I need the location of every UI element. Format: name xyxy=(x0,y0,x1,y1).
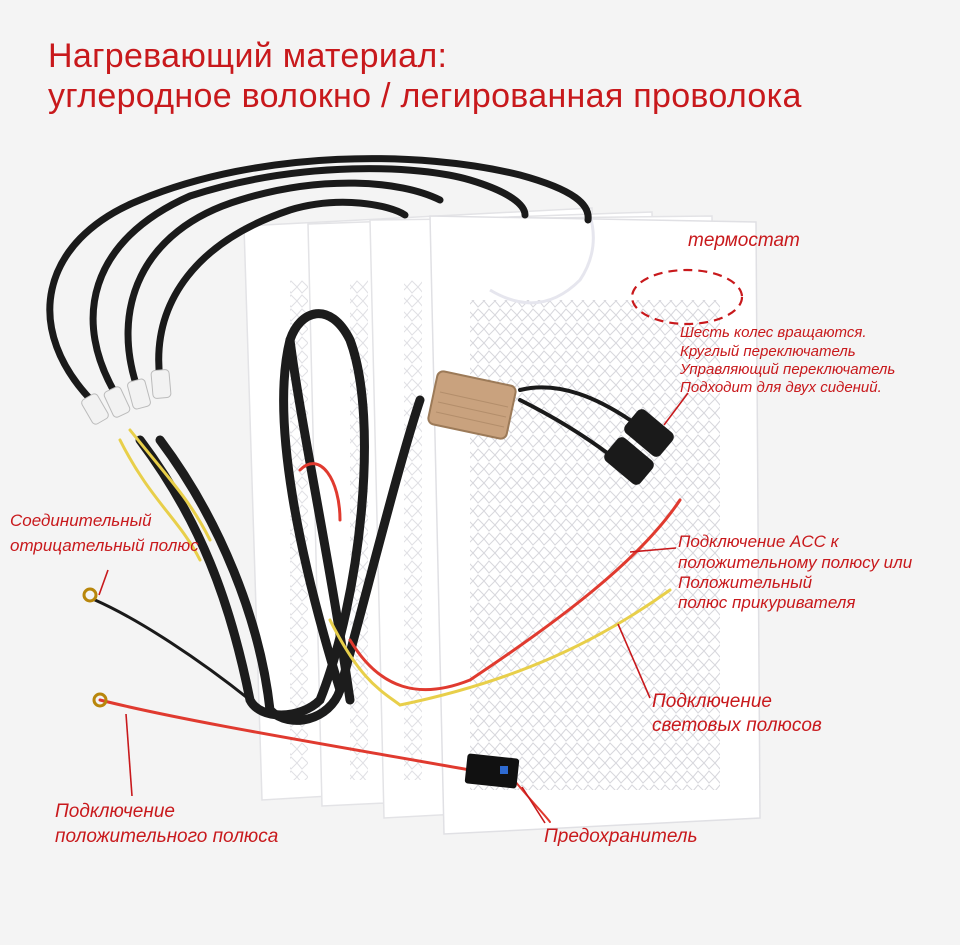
light-line-1: Подключение xyxy=(652,691,772,712)
signal-wires xyxy=(93,385,682,823)
thermostat-label: термостат xyxy=(688,230,800,251)
switch-line-3: Управляющий переключатель xyxy=(680,361,896,378)
title-line-1: Нагревающий материал: xyxy=(48,37,448,75)
switch-line-1: Шесть колес вращаются. xyxy=(680,324,867,341)
switch-line-2: Круглый переключатель xyxy=(680,343,856,360)
light-callout-line xyxy=(617,623,651,699)
thermostat-wire xyxy=(489,214,595,305)
round-switches xyxy=(604,409,674,485)
switch-line-4: Подходит для двух сидений. xyxy=(680,379,882,396)
acc-line-1: Подключение ACC к xyxy=(678,532,839,551)
negative-line-2: отрицательный полюс xyxy=(10,536,199,555)
positive-line-2: положительного полюса xyxy=(55,826,279,847)
acc-line-3: Положительный xyxy=(678,573,813,592)
pad-cables xyxy=(46,155,592,409)
switch-callout-line xyxy=(663,392,689,426)
acc-callout-line xyxy=(629,547,677,553)
positive-callout-line xyxy=(125,713,133,797)
callout-lines xyxy=(98,392,689,824)
acc-line-2: положительному полюсу или xyxy=(678,553,913,572)
fuse-label: Предохранитель xyxy=(544,826,698,847)
fuse-holder xyxy=(464,753,520,789)
acc-line-4: полюс прикуривателя xyxy=(678,593,856,612)
positive-line-1: Подключение xyxy=(55,801,175,822)
fuse-callout-line xyxy=(521,786,546,824)
title-line-2: углеродное волокно / легированная провол… xyxy=(48,77,802,115)
heating-element-pattern xyxy=(470,300,720,790)
negative-callout-line xyxy=(98,569,109,596)
light-line-2: световых полюсов xyxy=(652,715,822,736)
pad-connectors xyxy=(81,369,172,425)
controller-box xyxy=(427,370,517,440)
negative-line-1: Соединительный xyxy=(10,511,152,530)
thermostat-highlight xyxy=(630,268,744,326)
ring-terminals xyxy=(82,587,108,708)
